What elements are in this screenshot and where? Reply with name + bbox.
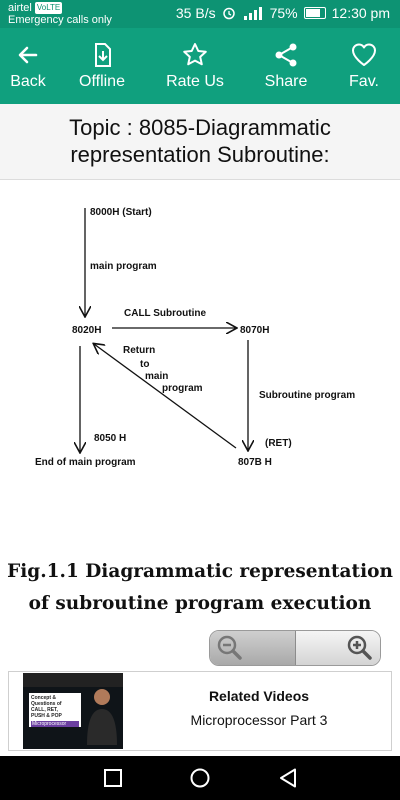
label-main-program: main program: [90, 261, 157, 272]
thumbnail-text-2: CALL, RET,: [31, 707, 58, 713]
presenter-image: [87, 689, 117, 745]
label-807b: 807B H: [238, 457, 272, 468]
heart-icon: [352, 43, 376, 66]
rate-us-label: Rate Us: [166, 73, 224, 90]
back-button[interactable]: Back: [4, 28, 52, 104]
share-label: Share: [264, 73, 308, 90]
volte-badge: VoLTE: [34, 2, 63, 14]
zoom-out-icon: [218, 635, 242, 660]
related-videos-title: Related Videos: [208, 688, 310, 704]
zoom-in-icon: [347, 635, 372, 660]
label-end-main: End of main program: [35, 457, 136, 468]
carrier-name: airtel: [8, 2, 32, 14]
thumbnail-text-3: PUSH & POP: [31, 713, 62, 719]
arrow-return: [94, 344, 237, 449]
zoom-in-button[interactable]: [295, 631, 380, 665]
caption-line-2: of subroutine program execution: [28, 593, 372, 614]
label-8050: 8050 H: [94, 433, 126, 444]
topic-header: Topic : 8085-Diagrammatic representation…: [0, 104, 400, 180]
label-return-3: main: [145, 371, 168, 382]
home-icon[interactable]: [188, 766, 212, 790]
label-8020: 8020H: [72, 325, 101, 336]
thumbnail-text-1: Concept & Questions of: [31, 695, 62, 707]
clock: 12:30 pm: [331, 5, 390, 21]
alarm-icon: [222, 7, 235, 20]
recent-apps-icon[interactable]: [101, 766, 125, 790]
star-icon: [183, 43, 207, 66]
related-videos-banner[interactable]: Concept & Questions of CALL, RET, PUSH &…: [8, 671, 392, 751]
caption-line-1: Fig.1.1 Diagrammatic representation: [7, 561, 393, 582]
toolbar: Back Offline Rate Us Share Fav.: [0, 28, 400, 104]
network-speed: 35 B/s: [175, 5, 216, 21]
thumbnail-card: Concept & Questions of CALL, RET, PUSH &…: [29, 693, 81, 727]
arrow-left-icon: [18, 46, 38, 64]
subroutine-diagram: 8000H (Start) main program 8020H CALL Su…: [35, 207, 355, 468]
favorite-button[interactable]: Fav.: [340, 28, 388, 104]
related-videos-subtitle[interactable]: Microprocessor Part 3: [190, 712, 328, 728]
figure-caption: Fig.1.1 Diagrammatic representation of s…: [0, 556, 400, 620]
share-icon: [275, 43, 297, 67]
label-start: 8000H (Start): [90, 207, 152, 218]
download-file-icon: [95, 43, 111, 67]
label-subroutine-program: Subroutine program: [259, 390, 355, 401]
topic-line-2: representation Subroutine:: [70, 142, 330, 167]
zoom-out-button[interactable]: [210, 631, 296, 665]
label-return-4: program: [162, 383, 203, 394]
navigation-bar: [0, 756, 400, 800]
zoom-control: [209, 630, 381, 666]
emergency-text: Emergency calls only: [8, 14, 112, 26]
back-label: Back: [10, 73, 46, 90]
thumbnail-tag: Microprocessor: [31, 721, 79, 727]
share-button[interactable]: Share: [259, 28, 313, 104]
offline-label: Offline: [79, 73, 125, 90]
topic-line-1: Topic : 8085-Diagrammatic: [69, 115, 331, 140]
back-nav-icon[interactable]: [276, 766, 300, 790]
battery-icon: [303, 7, 326, 19]
label-ret: (RET): [265, 438, 292, 449]
label-return-1: Return: [123, 345, 155, 356]
offline-button[interactable]: Offline: [72, 28, 132, 104]
label-8070: 8070H: [240, 325, 269, 336]
favorite-label: Fav.: [349, 73, 379, 90]
rate-us-button[interactable]: Rate Us: [163, 28, 227, 104]
video-thumbnail[interactable]: Concept & Questions of CALL, RET, PUSH &…: [23, 673, 123, 749]
status-right: 35 B/s 75% 12:30 pm: [176, 5, 390, 21]
label-call: CALL Subroutine: [124, 308, 206, 319]
signal-icon: [243, 7, 262, 20]
label-return-2: to: [140, 359, 149, 370]
battery-percent: 75%: [269, 5, 298, 21]
